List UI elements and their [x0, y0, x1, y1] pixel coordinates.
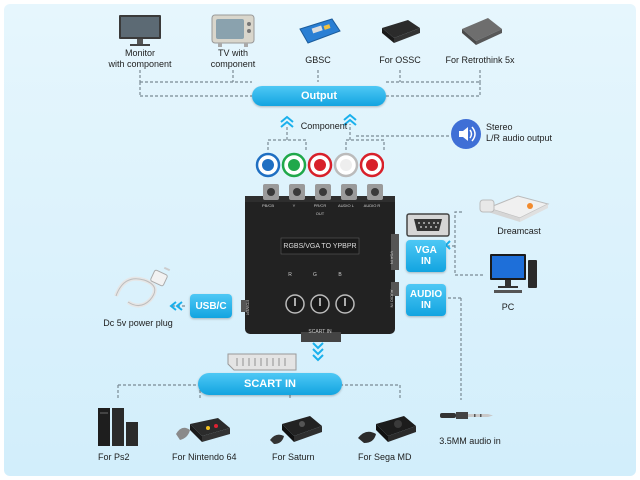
console-label: For Nintendo 64 [172, 452, 237, 462]
monitor-icon [117, 14, 163, 53]
console-label: For Sega MD [358, 452, 412, 462]
device-title: RGBS/VGA TO YPBPR [283, 243, 357, 250]
port-label: AUDIO L [337, 203, 354, 208]
knob-label: R [288, 272, 292, 278]
output-device-label: For Retrothink 5x [445, 55, 515, 65]
stereo-output-label: Stereo L/R audio output [486, 122, 553, 143]
saturn-console-icon [268, 410, 324, 455]
device-side-label: POWER [245, 299, 251, 316]
pc-icon [488, 252, 538, 301]
output-bar: Output [252, 86, 386, 106]
audio-jack-icon [436, 400, 496, 435]
speaker-icon [450, 118, 482, 155]
power-plug-label: Dc 5v power plug [103, 318, 173, 328]
device-side-label: VGA IN [389, 250, 395, 265]
output-device-label: For OSSC [379, 55, 421, 65]
dreamcast-label: Dreamcast [497, 226, 541, 236]
vga-in-badge: VGA IN [406, 240, 446, 272]
component-dots [255, 152, 384, 178]
port-label: PB/CB [261, 203, 274, 208]
output-device-label: Monitor with component [108, 48, 172, 69]
console-label: For Saturn [272, 452, 315, 462]
ossc-box-icon [378, 16, 424, 51]
port-label: AUDIO R [363, 203, 381, 208]
usbc-badge: USB/C [190, 294, 232, 318]
ps2-console-icon [96, 404, 142, 453]
knob-label: G [313, 272, 317, 278]
port-label: PR/CR [313, 203, 327, 208]
port-label: Y [292, 203, 296, 208]
console-label: For Ps2 [98, 452, 130, 462]
audio-in-badge: AUDIO IN [406, 284, 446, 316]
scart-plug-icon [226, 352, 298, 379]
crt-tv-icon [210, 13, 256, 54]
output-device-label: TV with component [210, 48, 256, 69]
scart-in-bar: SCART IN [198, 373, 342, 395]
retrotink-box-icon [458, 15, 504, 52]
n64-console-icon [172, 408, 232, 453]
dreamcast-console-icon [478, 188, 558, 229]
vga-connector-icon [406, 211, 450, 244]
out-label: OUT [315, 211, 325, 216]
gbsc-board-icon [296, 17, 342, 52]
sega-md-console-icon [356, 410, 418, 455]
knob-label: B [338, 272, 342, 278]
pc-label: PC [501, 302, 515, 312]
audio-in-label: 3.5MM audio in [439, 436, 501, 446]
device-side-label: AUDIO IN [389, 289, 395, 308]
device-scart-label: SCART IN [308, 329, 332, 335]
component-label: Component [300, 121, 348, 131]
converter-device [241, 182, 399, 348]
output-device-label: GBSC [305, 55, 331, 65]
power-plug-icon [108, 266, 174, 321]
